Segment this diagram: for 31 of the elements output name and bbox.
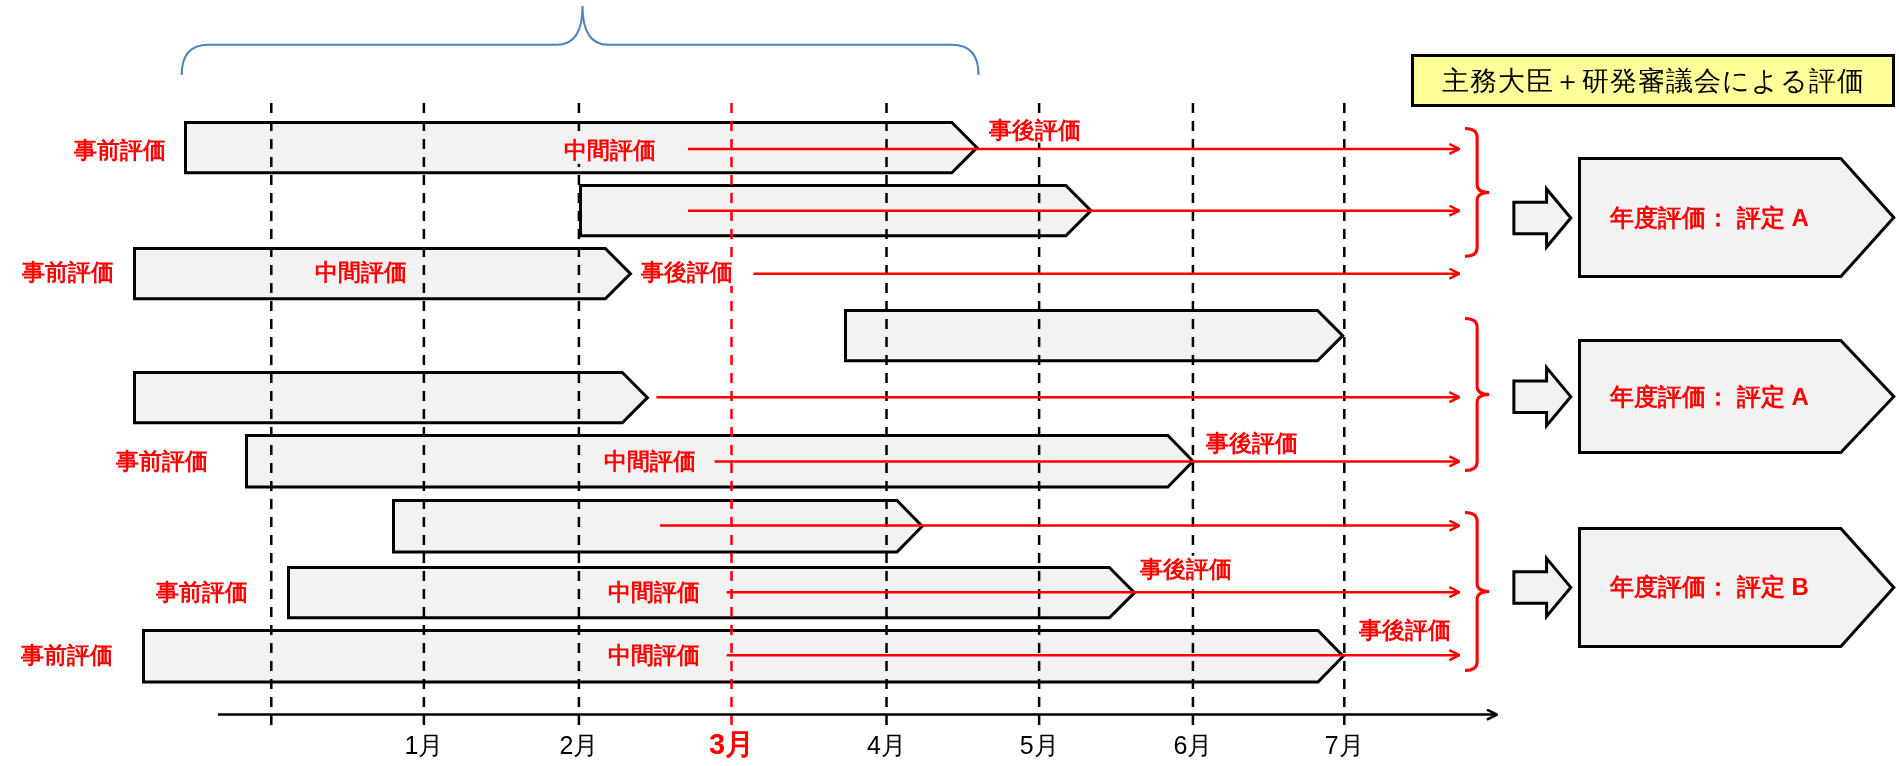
arrow: [726, 648, 1461, 662]
block-arrow: [1512, 554, 1573, 621]
milestone-label: 事後評価: [1356, 616, 1453, 643]
arrow: [660, 519, 1461, 532]
arrow: [656, 391, 1461, 404]
milestone-label: 事後評価: [638, 259, 735, 286]
month-label: 7月: [1324, 729, 1364, 761]
arrow: [714, 455, 1461, 468]
month-label: 1月: [404, 729, 444, 761]
milestone-label: 事前評価: [19, 259, 116, 286]
arrow: [687, 204, 1461, 217]
block-arrow: [1512, 184, 1573, 252]
month-label: 3月: [708, 726, 755, 762]
arrow: [726, 586, 1461, 599]
milestone-label: 中間評価: [605, 641, 702, 669]
result-label: 年度評価： 評定 A: [1608, 204, 1810, 232]
milestone-label: 事前評価: [71, 136, 168, 164]
milestone-label: 事後評価: [1137, 556, 1234, 583]
month-label: 2月: [559, 729, 599, 761]
block-arrow: [1512, 363, 1573, 430]
arrow: [753, 267, 1461, 280]
result-label: 年度評価： 評定 A: [1608, 382, 1810, 411]
result-label: 年度評価： 評定 B: [1608, 573, 1810, 602]
arrow: [687, 142, 1461, 156]
month-label: 4月: [867, 729, 906, 761]
month-label: 6月: [1173, 729, 1213, 761]
milestone-label: 事前評価: [18, 641, 115, 669]
month-label: 5月: [1019, 729, 1059, 761]
milestone-label: 中間評価: [312, 259, 409, 286]
milestone-label: 中間評価: [605, 579, 702, 606]
note-box: 主務大臣＋研発審議会による評価: [1410, 54, 1896, 107]
